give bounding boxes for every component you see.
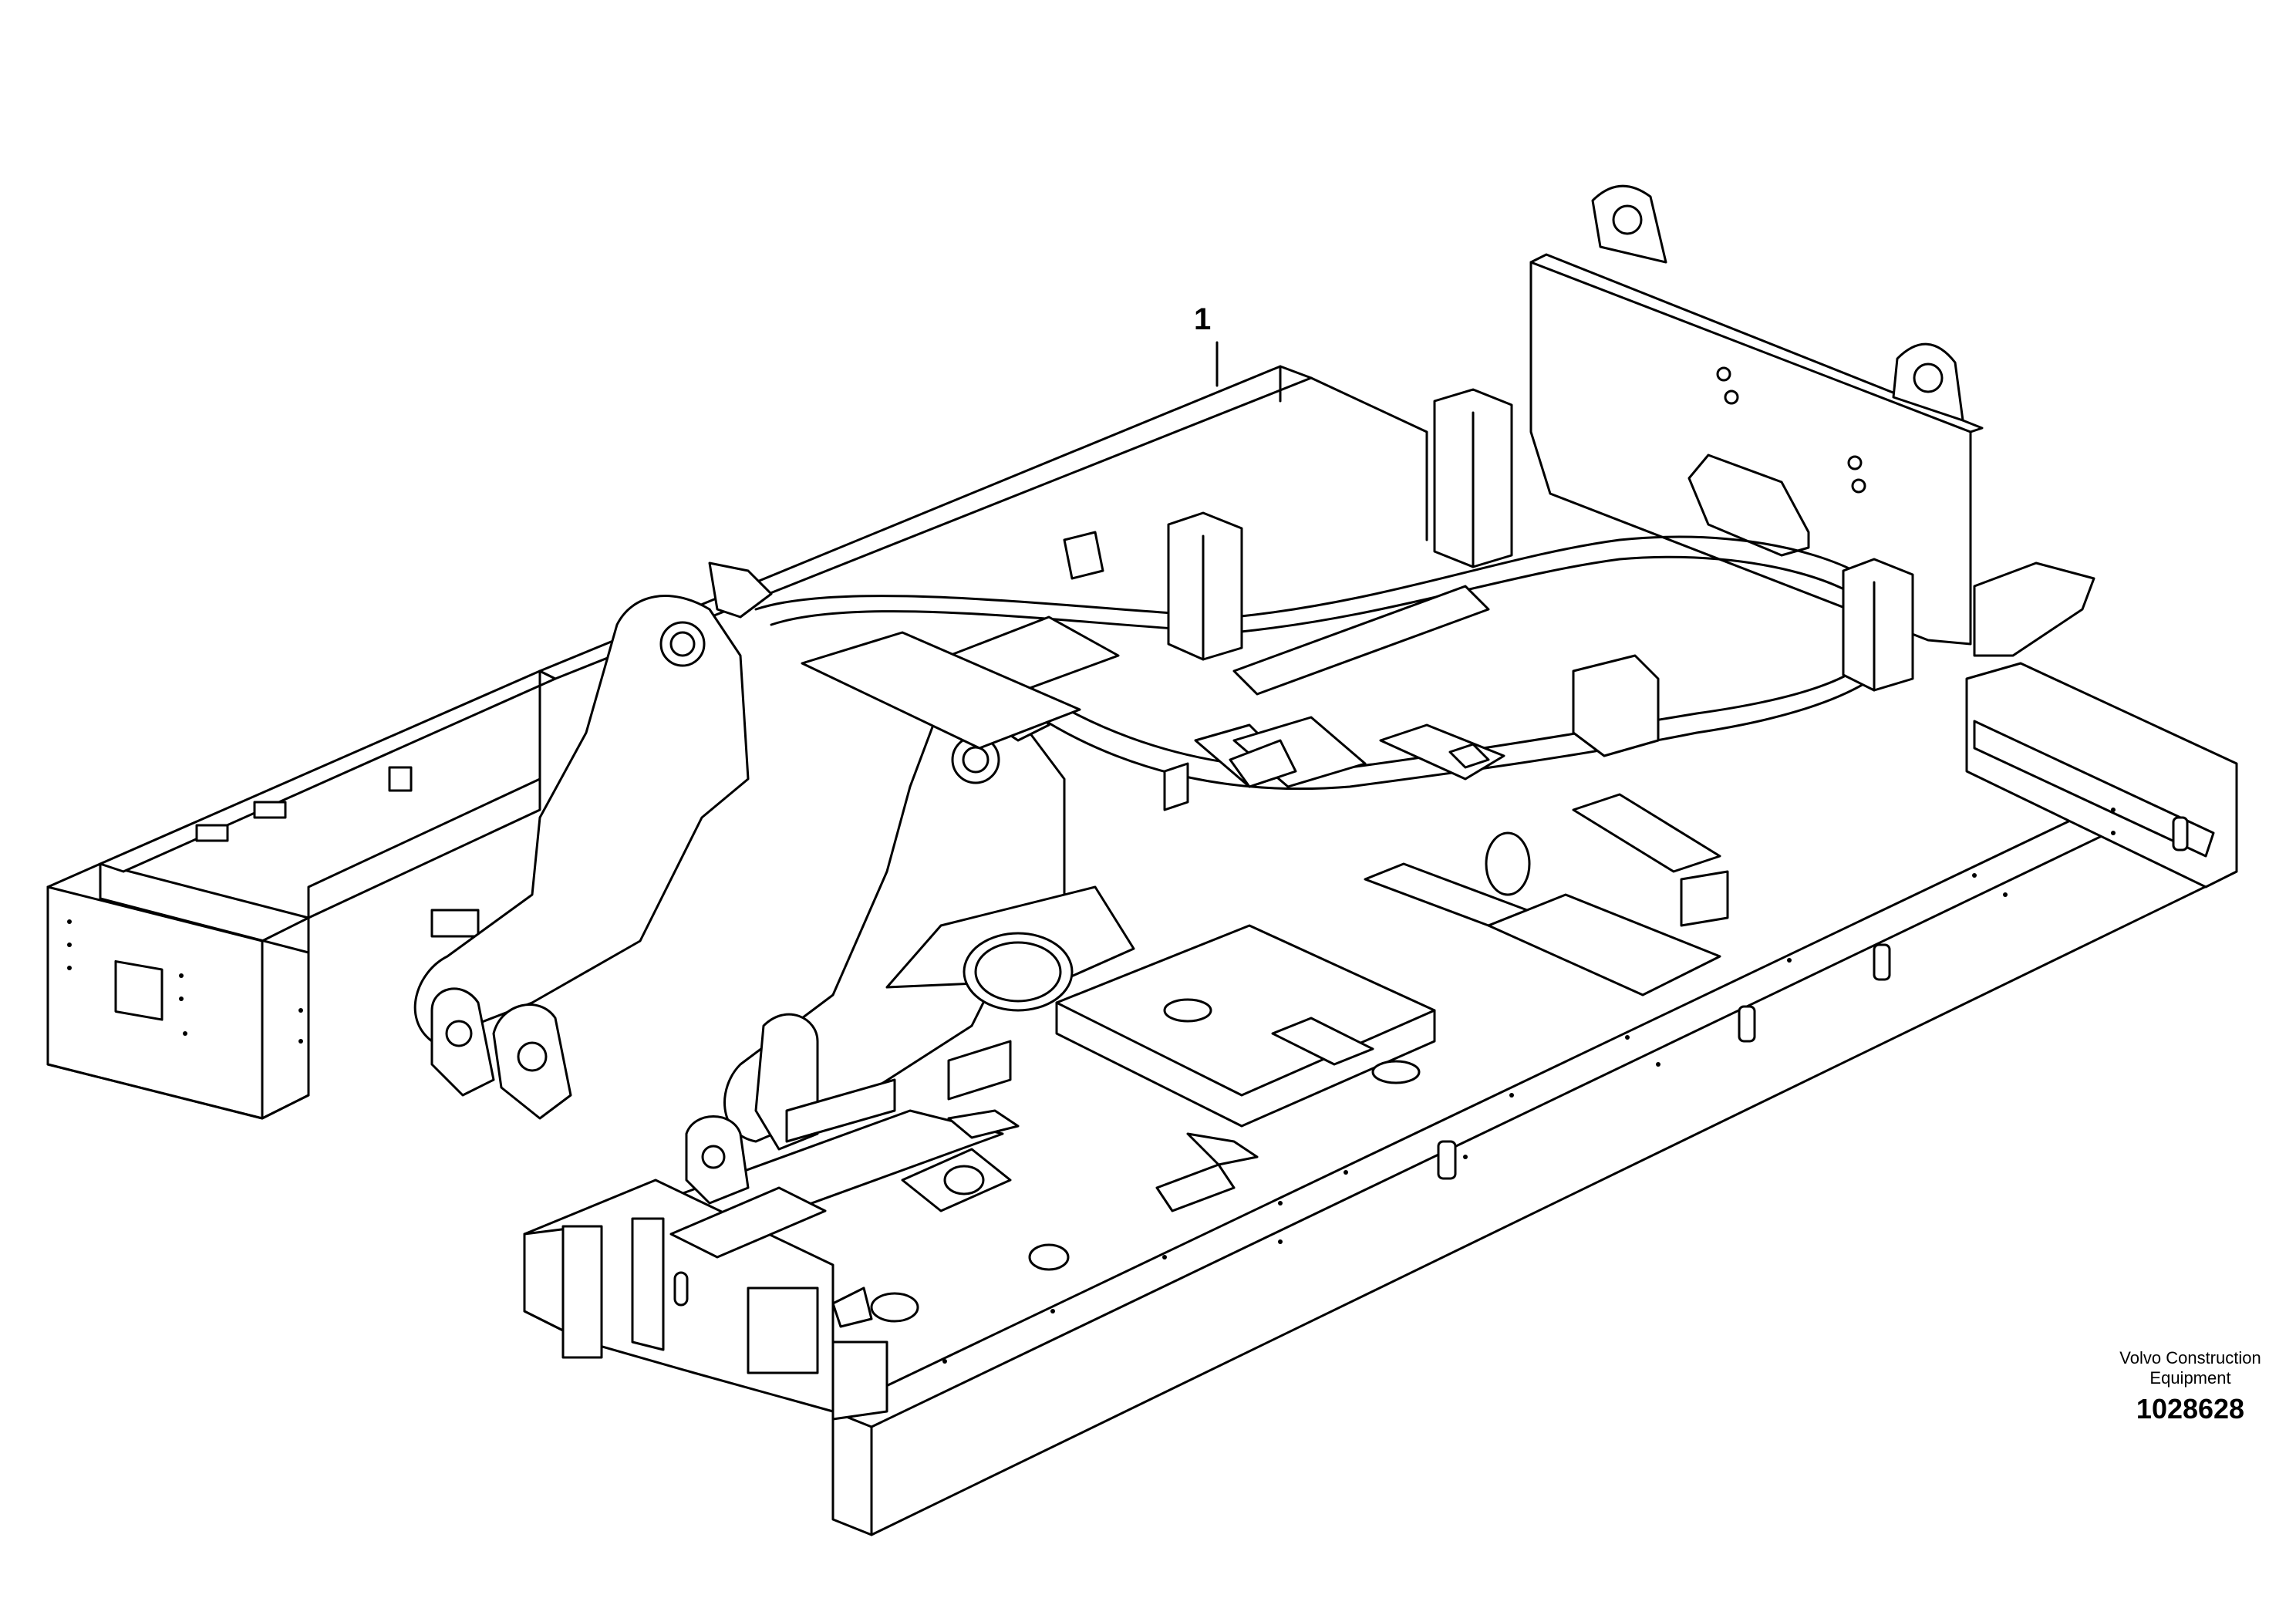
- manufacturer-line-2: Equipment: [2149, 1368, 2231, 1388]
- manufacturer-line-1: Volvo Construction: [2119, 1348, 2261, 1367]
- manufacturer-label: Volvo Construction Equipment: [2052, 1348, 2296, 1388]
- callout-label: 1: [1194, 302, 1212, 336]
- rear-left-deck: [801, 531, 1367, 811]
- mounting-posts: [1167, 388, 1914, 757]
- center-deck-plates: [947, 793, 1729, 1166]
- front-left-parts: [669, 1040, 1236, 1328]
- drawing-number: 1028628: [2136, 1393, 2245, 1425]
- fastener-holes: [67, 808, 2116, 1364]
- counterweight-plate: [1529, 184, 2095, 657]
- right-frame-rail: [1437, 662, 2238, 1180]
- boom-mount-towers: [413, 561, 1135, 1205]
